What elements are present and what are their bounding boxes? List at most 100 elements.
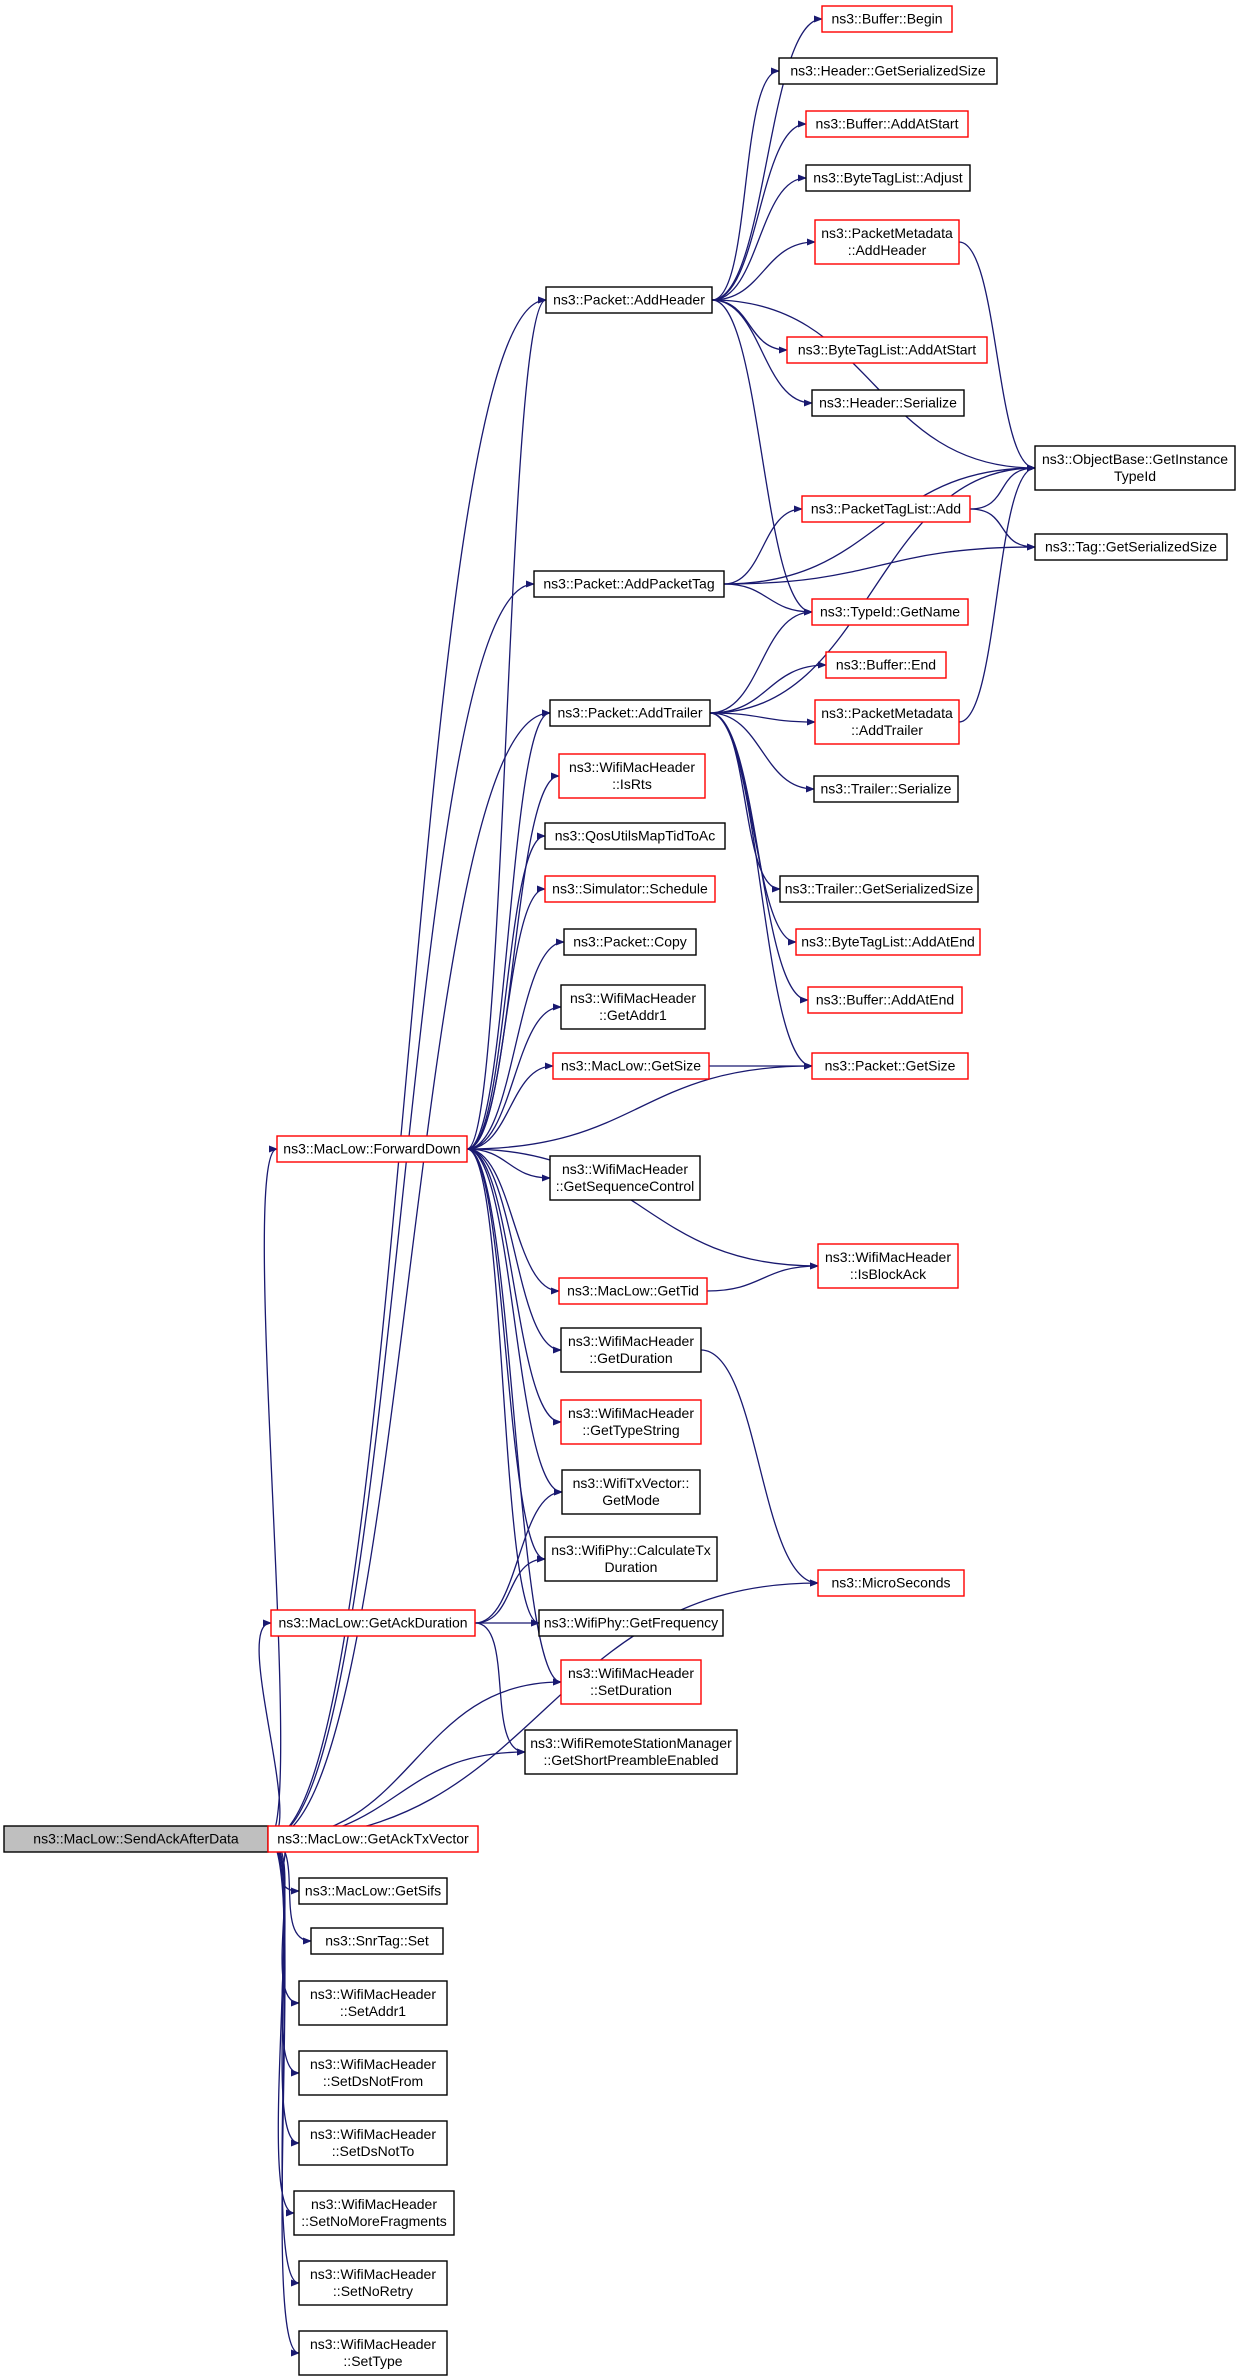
edge-send-ack-after-data-to-packet-add-trailer — [267, 709, 551, 1840]
node-byte-tag-list-add-at-start[interactable]: ns3::ByteTagList::AddAtStart — [786, 336, 988, 364]
node-mac-low-get-ack-duration[interactable]: ns3::MacLow::GetAckDuration — [270, 1609, 476, 1637]
edge-send-ack-after-data-to-mac-low-forward-down — [263, 1145, 282, 1840]
node-wifi-mac-header-get-sequence-control[interactable]: ns3::WifiMacHeader::GetSequenceControl — [549, 1155, 701, 1201]
node-box — [814, 699, 960, 745]
node-wifi-mac-header-set-ds-not-from[interactable]: ns3::WifiMacHeader::SetDsNotFrom — [298, 2050, 448, 2096]
node-box — [801, 495, 971, 523]
node-label: ns3::WifiMacHeader — [310, 2126, 436, 2142]
node-label: ns3::QosUtilsMapTidToAc — [555, 828, 716, 844]
edge-packet-add-header-to-object-base-get-instance-type-id — [711, 299, 1036, 472]
node-wifi-tx-vector-get-mode[interactable]: ns3::WifiTxVector::GetMode — [561, 1469, 701, 1515]
node-wifi-mac-header-set-type[interactable]: ns3::WifiMacHeader::SetType — [298, 2330, 448, 2376]
node-packet-add-header[interactable]: ns3::Packet::AddHeader — [545, 286, 713, 314]
node-byte-tag-list-adjust[interactable]: ns3::ByteTagList::Adjust — [805, 164, 971, 192]
node-mac-low-get-ack-tx-vector[interactable]: ns3::MacLow::GetAckTxVector — [267, 1825, 479, 1853]
node-label: ns3::WifiMacHeader — [568, 1333, 694, 1349]
edge-mac-low-forward-down-to-packet-add-header — [466, 296, 547, 1150]
node-wifi-mac-header-set-duration[interactable]: ns3::WifiMacHeader::SetDuration — [560, 1659, 702, 1705]
node-mac-low-forward-down[interactable]: ns3::MacLow::ForwardDown — [276, 1135, 468, 1163]
node-packet-metadata-add-header[interactable]: ns3::PacketMetadata::AddHeader — [814, 219, 960, 265]
node-box — [538, 1609, 724, 1637]
node-packet-get-size[interactable]: ns3::Packet::GetSize — [811, 1052, 969, 1080]
edge-mac-low-forward-down-to-wifi-tx-vector-get-mode — [466, 1148, 563, 1496]
node-header-get-serialized-size[interactable]: ns3::Header::GetSerializedSize — [778, 57, 998, 85]
edge-mac-low-forward-down-to-mac-low-get-tid — [466, 1148, 560, 1295]
node-box — [549, 1155, 701, 1201]
node-buffer-add-at-start[interactable]: ns3::Buffer::AddAtStart — [805, 110, 969, 138]
node-box — [786, 336, 988, 364]
edge-mac-low-forward-down-to-wifi-mac-header-get-sequence-control — [466, 1148, 551, 1182]
node-wifi-mac-header-set-addr1[interactable]: ns3::WifiMacHeader::SetAddr1 — [298, 1980, 448, 2026]
node-tag-get-serialized-size[interactable]: ns3::Tag::GetSerializedSize — [1034, 533, 1228, 561]
node-micro-seconds[interactable]: ns3::MicroSeconds — [817, 1569, 965, 1597]
node-simulator-schedule[interactable]: ns3::Simulator::Schedule — [544, 875, 716, 903]
node-send-ack-after-data[interactable]: ns3::MacLow::SendAckAfterData — [3, 1825, 269, 1853]
node-label: ns3::Packet::AddHeader — [553, 292, 705, 308]
node-box — [813, 775, 959, 803]
node-packet-metadata-add-trailer[interactable]: ns3::PacketMetadata::AddTrailer — [814, 699, 960, 745]
edge-send-ack-after-data-to-packet-add-packet-tag — [267, 580, 535, 1840]
node-box — [524, 1729, 738, 1775]
node-byte-tag-list-add-at-end[interactable]: ns3::ByteTagList::AddAtEnd — [795, 928, 981, 956]
node-label: ns3::Packet::GetSize — [825, 1058, 956, 1074]
node-packet-tag-list-add[interactable]: ns3::PacketTagList::Add — [801, 495, 971, 523]
node-header-serialize[interactable]: ns3::Header::Serialize — [811, 389, 965, 417]
node-trailer-serialize[interactable]: ns3::Trailer::Serialize — [813, 775, 959, 803]
node-mac-low-get-sifs[interactable]: ns3::MacLow::GetSifs — [298, 1877, 448, 1905]
node-label: ::AddTrailer — [851, 722, 923, 738]
node-box — [544, 822, 726, 850]
node-wifi-mac-header-is-rts[interactable]: ns3::WifiMacHeader::IsRts — [558, 753, 706, 799]
edge-send-ack-after-data-to-wifi-mac-header-set-duration — [267, 1678, 562, 1840]
edge-packet-tag-list-add-to-object-base-get-instance-type-id — [969, 464, 1036, 510]
node-packet-copy[interactable]: ns3::Packet::Copy — [563, 928, 697, 956]
node-label: ns3::WifiTxVector:: — [573, 1475, 690, 1491]
node-label: ns3::Packet::Copy — [573, 934, 687, 950]
node-wifi-mac-header-set-ds-not-to[interactable]: ns3::WifiMacHeader::SetDsNotTo — [298, 2120, 448, 2166]
node-label: ns3::ByteTagList::Adjust — [813, 170, 963, 186]
node-label: ns3::WifiMacHeader — [310, 1986, 436, 2002]
node-mac-low-get-tid[interactable]: ns3::MacLow::GetTid — [558, 1277, 708, 1305]
node-label: ::SetAddr1 — [340, 2003, 406, 2019]
node-packet-add-packet-tag[interactable]: ns3::Packet::AddPacketTag — [533, 570, 725, 598]
node-label: ns3::Trailer::Serialize — [821, 781, 952, 797]
edge-packet-add-trailer-to-trailer-serialize — [709, 712, 815, 793]
edge-packet-add-trailer-to-object-base-get-instance-type-id — [709, 464, 1036, 714]
node-wifi-mac-header-set-no-retry[interactable]: ns3::WifiMacHeader::SetNoRetry — [298, 2260, 448, 2306]
node-buffer-end[interactable]: ns3::Buffer::End — [825, 651, 947, 679]
node-wifi-mac-header-set-no-more-fragments[interactable]: ns3::WifiMacHeader::SetNoMoreFragments — [293, 2190, 455, 2236]
node-wifi-phy-get-frequency[interactable]: ns3::WifiPhy::GetFrequency — [538, 1609, 724, 1637]
node-box — [293, 2190, 455, 2236]
node-label: ::SetDsNotTo — [332, 2143, 415, 2159]
node-get-short-preamble-enabled[interactable]: ns3::WifiRemoteStationManager::GetShortP… — [524, 1729, 738, 1775]
node-type-id-get-name[interactable]: ns3::TypeId::GetName — [811, 598, 969, 626]
edge-mac-low-forward-down-to-wifi-mac-header-is-block-ack — [466, 1148, 819, 1270]
node-wifi-mac-header-get-addr1[interactable]: ns3::WifiMacHeader::GetAddr1 — [560, 984, 706, 1030]
node-mac-low-get-size[interactable]: ns3::MacLow::GetSize — [552, 1052, 710, 1080]
edge-mac-low-forward-down-to-packet-add-trailer — [466, 709, 551, 1150]
node-qos-utils-map-tid-to-ac[interactable]: ns3::QosUtilsMapTidToAc — [544, 822, 726, 850]
node-snr-tag-set[interactable]: ns3::SnrTag::Set — [310, 1927, 444, 1955]
node-wifi-mac-header-get-type-string[interactable]: ns3::WifiMacHeader::GetTypeString — [560, 1399, 702, 1445]
edge-packet-tag-list-add-to-tag-get-serialized-size — [969, 508, 1036, 551]
node-label: ns3::MacLow::GetSize — [561, 1058, 701, 1074]
node-box — [560, 984, 706, 1030]
node-trailer-get-serialized-size[interactable]: ns3::Trailer::GetSerializedSize — [779, 875, 979, 903]
node-label: ns3::MacLow::ForwardDown — [283, 1141, 460, 1157]
node-wifi-mac-header-is-block-ack[interactable]: ns3::WifiMacHeader::IsBlockAck — [817, 1243, 959, 1289]
node-wifi-mac-header-get-duration[interactable]: ns3::WifiMacHeader::GetDuration — [560, 1327, 702, 1373]
edge-packet-add-header-to-buffer-add-at-start — [711, 120, 807, 301]
node-buffer-add-at-end[interactable]: ns3::Buffer::AddAtEnd — [807, 986, 963, 1014]
node-label: ::GetDuration — [589, 1350, 672, 1366]
node-label: ns3::MacLow::GetAckTxVector — [277, 1831, 469, 1847]
node-label: ns3::Trailer::GetSerializedSize — [785, 881, 974, 897]
edge-mac-low-forward-down-to-wifi-mac-header-set-duration — [466, 1148, 562, 1686]
node-packet-add-trailer[interactable]: ns3::Packet::AddTrailer — [549, 699, 711, 727]
node-box — [817, 1243, 959, 1289]
node-label: ns3::WifiMacHeader — [568, 1405, 694, 1421]
edge-mac-low-forward-down-to-wifi-mac-header-get-type-string — [466, 1148, 562, 1426]
node-label: ns3::WifiMacHeader — [310, 2336, 436, 2352]
node-box — [779, 875, 979, 903]
node-buffer-begin[interactable]: ns3::Buffer::Begin — [821, 5, 953, 33]
